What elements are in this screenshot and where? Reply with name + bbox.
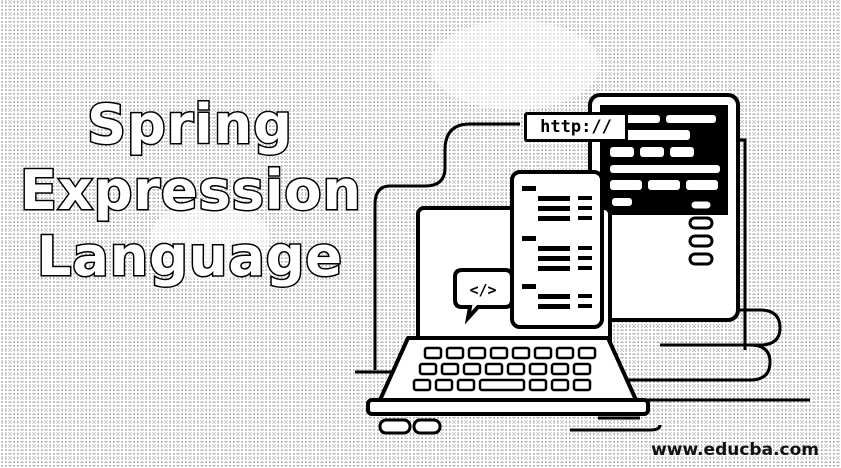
computer-illustration: </> <box>355 93 810 435</box>
code-chat-icon: </> <box>453 268 514 325</box>
laptop-icon <box>366 336 650 416</box>
background-patch <box>430 20 600 110</box>
watermark: www.educba.com <box>651 440 819 460</box>
background-patch <box>150 200 270 280</box>
deco-pill <box>378 418 412 435</box>
http-badge: http:// <box>524 112 628 142</box>
title-line-1: Spring <box>86 92 294 158</box>
document-icon <box>510 170 604 329</box>
title-line-3: Language <box>35 224 344 290</box>
page-title: Spring Expression Language <box>19 92 363 290</box>
code-badge-label: </> <box>469 281 496 299</box>
title-line-2: Expression <box>19 158 363 224</box>
deco-pill <box>412 418 442 435</box>
